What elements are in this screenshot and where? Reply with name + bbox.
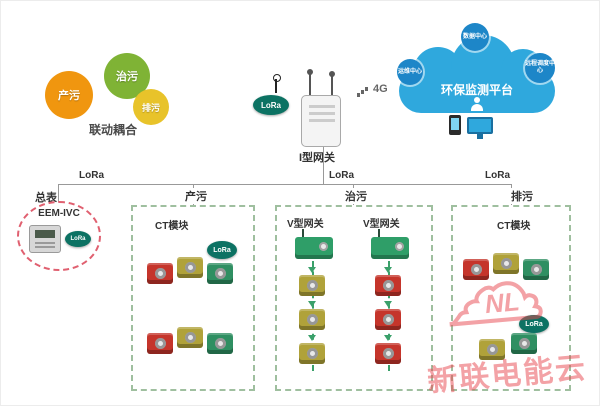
ct-module-yellow <box>177 327 203 348</box>
ct-module-green <box>523 259 549 280</box>
lora-bus-label-mid: LoRa <box>327 170 356 181</box>
gear-discharge-icon: 排污 <box>133 89 169 125</box>
ct-module-red <box>375 275 401 296</box>
cloud-node-label: 运维中心 <box>397 68 422 75</box>
user-icon <box>470 97 484 111</box>
box3-lora-badge: LoRa <box>519 315 549 333</box>
cloud-node-dispatch-center: 远程调度中心 <box>525 53 555 83</box>
cloud-node-ops-center: 运维中心 <box>397 59 423 85</box>
v-gateway-device <box>371 229 409 259</box>
cellular-signal-icon <box>357 85 371 97</box>
v-gateway-device <box>295 229 333 259</box>
meter-lora-label: LoRa <box>70 236 86 242</box>
lora-uplink-badge: LoRa <box>253 95 289 115</box>
i-gateway-device <box>301 69 349 151</box>
gear-treat-label: 治污 <box>116 71 138 83</box>
ct-module-yellow <box>177 257 203 278</box>
gear-produce-label: 产污 <box>58 90 80 102</box>
meter-lora-badge: LoRa <box>65 231 91 247</box>
box3-subtitle: CT模块 <box>497 221 531 232</box>
v-gateway-label: V型网关 <box>287 219 324 230</box>
arrow-down-icon <box>308 335 316 345</box>
ct-module-yellow <box>299 275 325 296</box>
box3-discharge: CT模块 LoRa <box>451 205 571 391</box>
cloud-node-label: 远程调度中心 <box>525 61 556 74</box>
main-meter-ring: EEM-IVC LoRa <box>17 201 101 271</box>
ct-module-red <box>147 263 173 284</box>
ct-module-yellow <box>299 309 325 330</box>
ct-module-green <box>207 333 233 354</box>
cloud-node-data-center: 数据中心 <box>461 23 489 51</box>
box1-lora-label: LoRa <box>213 246 231 254</box>
antenna-icon <box>273 74 281 93</box>
gear-produce-icon: 产污 <box>45 71 93 119</box>
ct-module-yellow <box>299 343 325 364</box>
monitor-icon <box>467 117 493 139</box>
box1-title: 产污 <box>183 188 209 204</box>
box3-lora-label: LoRa <box>525 320 543 328</box>
i-gateway-label: I型网关 <box>297 149 338 165</box>
meter-drop-line <box>58 184 59 202</box>
ct-module-green <box>207 263 233 284</box>
meter-device-icon <box>29 225 61 253</box>
arrow-down-icon <box>384 335 392 345</box>
ct-module-red <box>147 333 173 354</box>
lora-uplink-label: LoRa <box>261 100 281 110</box>
lora-bus-label-right: LoRa <box>483 170 512 181</box>
gateway-body <box>301 95 341 147</box>
cloud-platform: 环保监测平台 数据中心 运维中心 远程调度中心 <box>397 23 561 141</box>
arrow-down-icon <box>384 267 392 277</box>
gateway-antenna-icon <box>307 69 313 95</box>
gateway-antenna-icon <box>329 71 335 95</box>
cloud-node-label: 数据中心 <box>462 33 487 40</box>
arrow-down-icon <box>308 267 316 277</box>
gateway-drop-line <box>323 147 324 184</box>
ct-module-red <box>463 259 489 280</box>
meter-device-label: EEM-IVC <box>38 208 80 219</box>
box2-title: 治污 <box>343 188 369 204</box>
gear-discharge-label: 排污 <box>141 102 160 113</box>
box3-title: 排污 <box>509 188 535 204</box>
box1-subtitle: CT模块 <box>155 221 189 232</box>
box1-produce: CT模块 LoRa <box>131 205 255 391</box>
ct-module-red <box>375 309 401 330</box>
lora-bus-label-left: LoRa <box>77 170 106 181</box>
ct-module-red <box>375 343 401 364</box>
v-gateway-label: V型网关 <box>363 219 400 230</box>
ct-module-yellow <box>479 339 505 360</box>
arrow-down-icon <box>384 301 392 311</box>
4g-label: 4G <box>373 83 388 95</box>
ct-module-yellow <box>493 253 519 274</box>
cloud-platform-title: 环保监测平台 <box>440 83 513 97</box>
gear-treat-icon: 治污 <box>104 53 150 99</box>
arrow-down-icon <box>308 301 316 311</box>
ct-module-green <box>511 333 537 354</box>
phone-icon <box>449 115 461 135</box>
box1-lora-badge: LoRa <box>207 241 237 259</box>
lora-bus-line <box>58 184 511 185</box>
gear-cluster-caption: 联动耦合 <box>88 123 137 137</box>
box2-treat: V型网关 V型网关 <box>275 205 433 391</box>
